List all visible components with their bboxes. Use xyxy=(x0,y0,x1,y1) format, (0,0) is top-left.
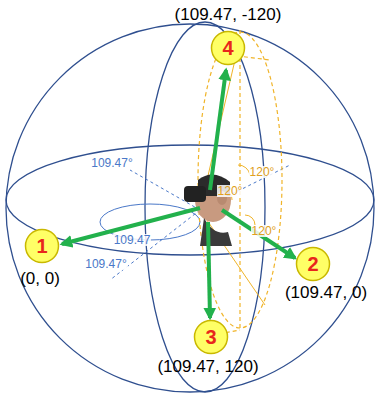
callout-number: 1 xyxy=(36,236,47,256)
angle-label: 109.47 xyxy=(113,234,152,246)
coordinate-label: (109.47, 0) xyxy=(285,284,367,301)
angle-label: 120° xyxy=(251,225,278,237)
coordinate-label: (0, 0) xyxy=(20,270,60,287)
angle-label: 109.47° xyxy=(84,258,128,270)
angle-label: 120° xyxy=(217,185,244,197)
coordinate-label: (109.47, 120) xyxy=(157,358,258,375)
callout-number: 3 xyxy=(205,327,216,347)
coordinate-label: (109.47, -120) xyxy=(175,6,282,23)
position-circle: 1 xyxy=(24,228,60,264)
position-circle: 4 xyxy=(210,30,246,66)
direction-arrows xyxy=(62,70,295,318)
callout-number: 2 xyxy=(307,254,318,274)
position-circle: 2 xyxy=(295,246,331,282)
callout-number: 4 xyxy=(222,38,233,58)
angle-label: 109.47° xyxy=(90,157,134,169)
angle-label: 120° xyxy=(249,166,276,178)
position-circle: 3 xyxy=(193,319,229,355)
